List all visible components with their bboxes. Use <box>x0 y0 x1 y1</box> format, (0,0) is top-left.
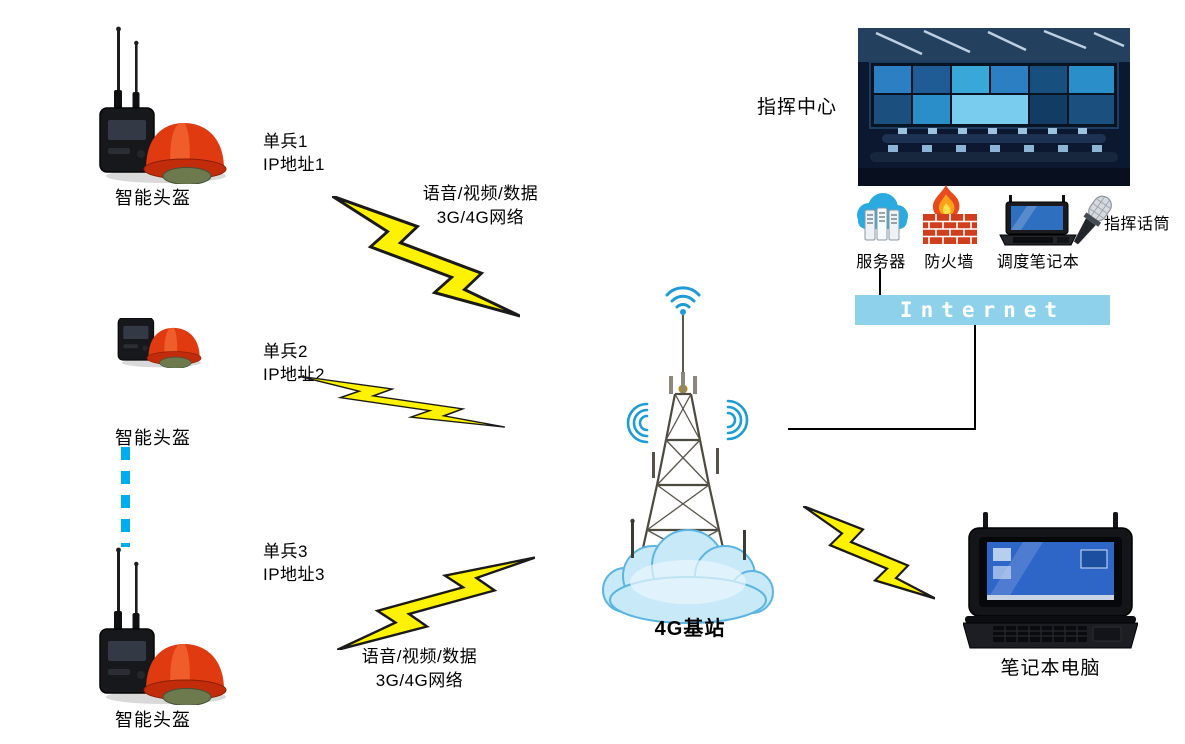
link-label-bottom: 语音/视频/数据 3G/4G网络 <box>342 645 497 693</box>
soldier-3-label: 单兵3 IP地址3 <box>263 540 325 586</box>
microphone-icon <box>1073 195 1112 245</box>
field-laptop-icon <box>963 512 1138 649</box>
soldier-3-name: 单兵3 <box>263 542 308 561</box>
base-station-label: 4G基站 <box>654 618 726 640</box>
helmet-label-2: 智能头盔 <box>115 428 191 448</box>
field-laptop-label: 笔记本电脑 <box>1000 658 1101 679</box>
lightning-bolt-icon <box>803 506 935 600</box>
link-top-line2: 3G/4G网络 <box>436 208 525 227</box>
firewall-label: 防火墙 <box>924 254 974 271</box>
smart-helmet-icon <box>78 318 228 422</box>
soldier-3-ip: IP地址3 <box>263 565 326 584</box>
command-center-label: 指挥中心 <box>757 97 838 118</box>
lightning-bolt-icon <box>298 376 505 428</box>
base-station-icon <box>602 286 774 624</box>
soldier-1-name: 单兵1 <box>263 132 308 151</box>
server-icon <box>857 193 908 241</box>
link-top-line1: 语音/视频/数据 <box>422 184 539 203</box>
soldier-1-label: 单兵1 IP地址1 <box>263 130 325 176</box>
smart-helmet-icon <box>78 547 228 705</box>
dashed-link-line <box>121 447 130 547</box>
link-label-top: 语音/视频/数据 3G/4G网络 <box>398 182 563 230</box>
internet-bar: Internet <box>855 295 1110 325</box>
dispatch-laptop-label: 调度笔记本 <box>996 254 1080 271</box>
connector-server-internet <box>879 268 881 295</box>
helmet-label-3: 智能头盔 <box>115 710 191 730</box>
wifi-signal-icon <box>626 402 649 444</box>
lightning-bolt-icon <box>332 196 520 318</box>
smart-helmet-icon <box>78 26 228 184</box>
link-bottom-line1: 语音/视频/数据 <box>361 647 478 666</box>
wifi-signal-icon <box>665 286 701 309</box>
wifi-signal-icon <box>726 399 749 441</box>
server-label: 服务器 <box>856 254 906 271</box>
firewall-icon <box>923 185 977 244</box>
link-bottom-line2: 3G/4G网络 <box>375 671 464 690</box>
connector-internet-horizontal <box>788 428 976 430</box>
soldier-2-name: 单兵2 <box>263 342 308 361</box>
soldier-1-ip: IP地址1 <box>263 155 326 174</box>
connector-internet-vertical <box>974 325 976 430</box>
helmet-label-1: 智能头盔 <box>115 188 191 208</box>
lightning-bolt-icon <box>337 556 535 650</box>
command-center-photo <box>858 28 1130 186</box>
dispatch-laptop-icon <box>999 195 1077 246</box>
mic-label: 指挥话筒 <box>1104 216 1171 233</box>
